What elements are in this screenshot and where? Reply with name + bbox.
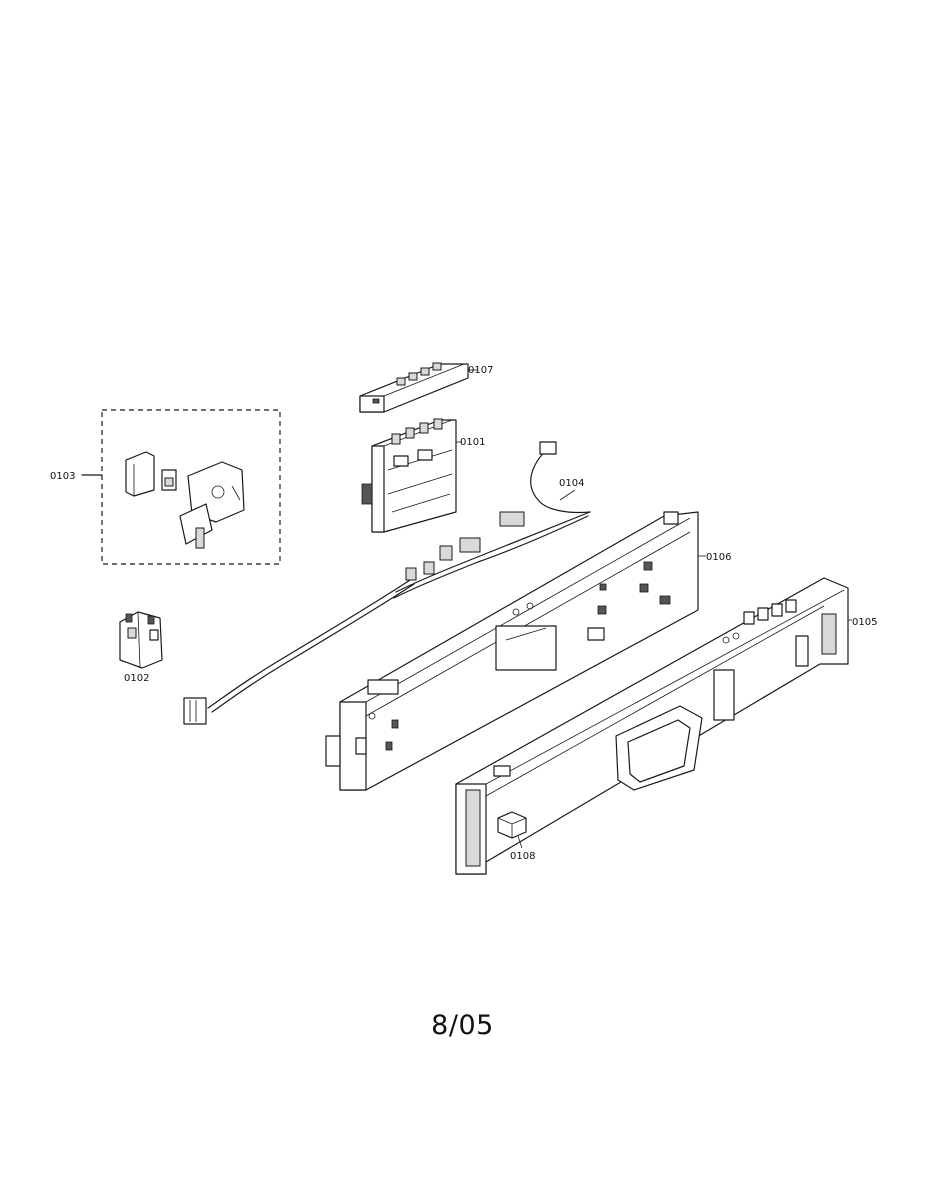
revision-date: 8/05 — [431, 1010, 494, 1041]
label-0107: 0107 — [468, 365, 493, 376]
part-0104-wiring-harness — [183, 441, 591, 725]
label-0104: 0104 — [559, 478, 584, 489]
label-0108: 0108 — [510, 851, 535, 862]
part-0107-keypad-strip — [359, 362, 478, 413]
part-0106-control-housing — [325, 511, 706, 791]
part-0105-front-panel — [455, 577, 852, 875]
label-0105: 0105 — [852, 617, 877, 628]
label-0101: 0101 — [460, 437, 485, 448]
label-0103: 0103 — [50, 471, 75, 482]
part-0102-switch — [119, 611, 163, 669]
part-0101-control-module — [361, 418, 462, 533]
label-0106: 0106 — [706, 552, 731, 563]
part-0108-button-cap — [497, 811, 527, 849]
part-0103-door-switch-assembly — [81, 409, 281, 565]
label-0102: 0102 — [124, 673, 149, 684]
